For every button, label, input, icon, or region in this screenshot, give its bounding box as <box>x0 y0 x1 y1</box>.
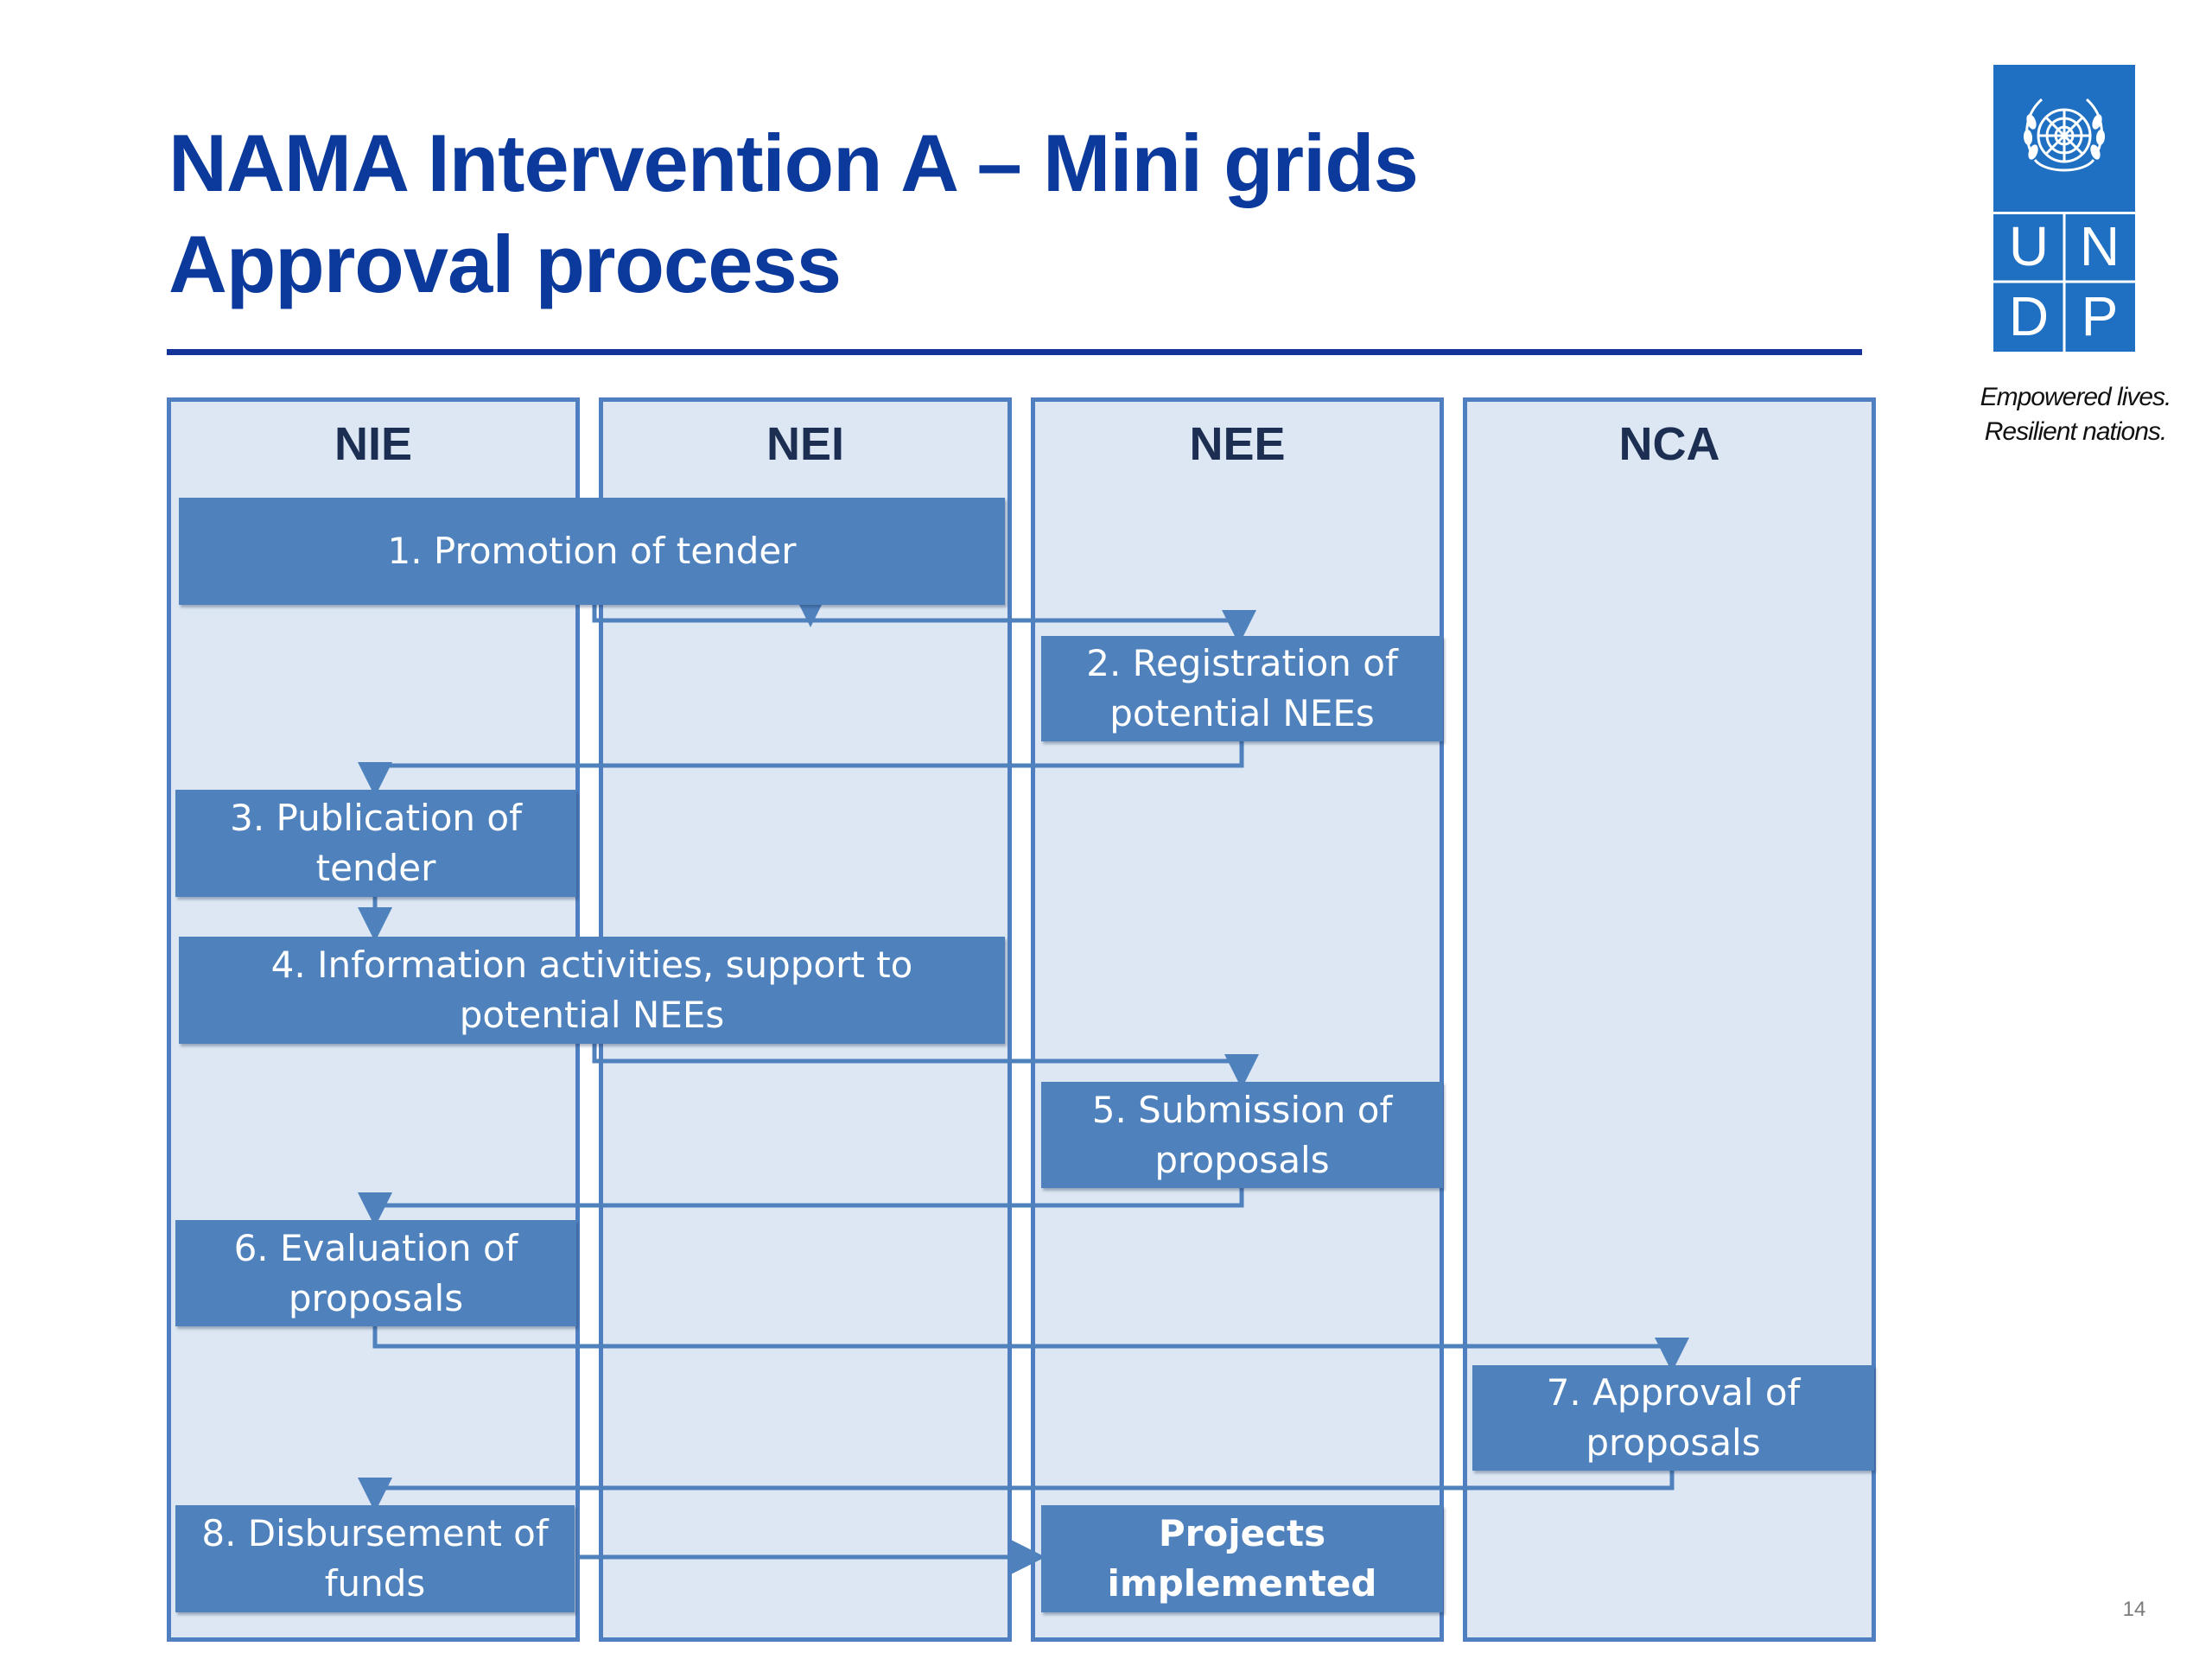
page-number: 14 <box>2122 1598 2146 1621</box>
title-underline <box>167 349 1862 355</box>
lane-label-nei: NEI <box>766 418 845 470</box>
projects-implemented-label: Projects implemented <box>1107 1512 1377 1605</box>
step-7-label: 7. Approval of proposals <box>1546 1371 1801 1464</box>
step-8-box: 8. Disbursement of funds <box>175 1505 575 1612</box>
lane-label-nie: NIE <box>334 418 413 470</box>
step-5-label: 5. Submission of proposals <box>1091 1088 1393 1181</box>
undp-letter-u: U <box>2008 215 2050 277</box>
undp-letter-n: N <box>2079 215 2120 277</box>
step-8-label: 8. Disbursement of funds <box>201 1512 549 1605</box>
lane-nee <box>1031 397 1444 1642</box>
step-6-box: 6. Evaluation of proposals <box>175 1220 576 1326</box>
slide-title-line-1: NAMA Intervention A – Mini grids <box>168 118 1419 208</box>
step-6-label: 6. Evaluation of proposals <box>233 1226 518 1319</box>
step-4-label: 4. Information activities, support to po… <box>270 944 913 1036</box>
tagline-line-2: Resilient nations. <box>1984 417 2167 446</box>
undp-letter-p: P <box>2081 285 2119 347</box>
undp-logo: U N D P <box>1993 65 2135 352</box>
slide-title-line-2: Approval process <box>168 219 842 309</box>
lane-label-nca: NCA <box>1618 418 1720 470</box>
lane-label-nee: NEE <box>1189 418 1286 470</box>
step-2-label: 2. Registration of potential NEEs <box>1086 642 1398 734</box>
step-3-box: 3. Publication of tender <box>175 790 576 897</box>
un-emblem-icon <box>2023 98 2106 172</box>
step-1-label: 1. Promotion of tender <box>387 530 797 572</box>
step-1-box: 1. Promotion of tender <box>179 498 1005 605</box>
tagline-line-1: Empowered lives. <box>1980 383 2172 411</box>
undp-letter-d: D <box>2008 285 2050 347</box>
step-4-box: 4. Information activities, support to po… <box>179 937 1005 1044</box>
step-3-label: 3. Publication of tender <box>230 797 522 889</box>
step-5-box: 5. Submission of proposals <box>1041 1082 1443 1188</box>
undp-tagline: Empowered lives. Resilient nations. <box>1963 380 2188 449</box>
projects-implemented-box: Projects implemented <box>1041 1505 1443 1612</box>
step-2-box: 2. Registration of potential NEEs <box>1041 636 1443 741</box>
slide-title: NAMA Intervention A – Mini grids Approva… <box>168 112 1637 315</box>
step-7-box: 7. Approval of proposals <box>1472 1365 1874 1471</box>
undp-letter-grid: U N D P <box>1993 212 2135 352</box>
